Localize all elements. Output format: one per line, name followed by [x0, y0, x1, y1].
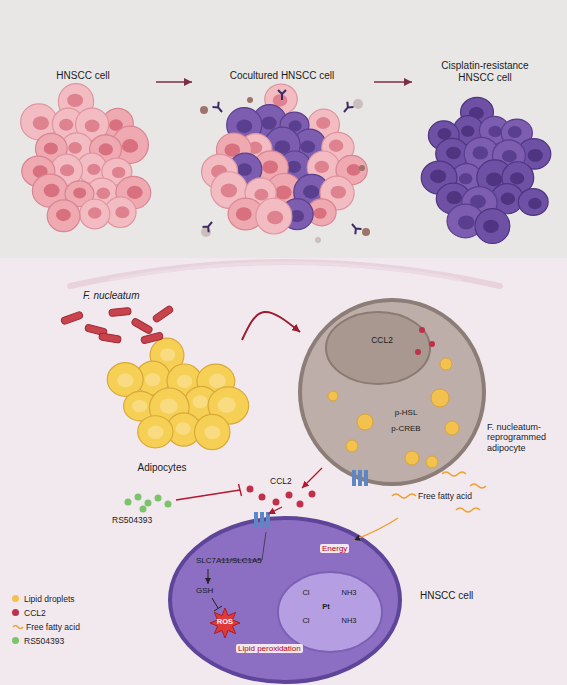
- legend-row: Lipid droplets: [12, 592, 75, 605]
- cluster-heading: HNSCC cell: [12, 70, 154, 82]
- vesicle-dot: [362, 228, 370, 236]
- bottom-panel: [0, 258, 567, 685]
- legend-swatch: [12, 637, 19, 644]
- legend-text: Free fatty acid: [26, 622, 80, 632]
- resistant-cell: [475, 209, 510, 244]
- atom-label: NH3: [336, 589, 362, 598]
- vesicle-dot: [359, 165, 365, 171]
- adipocyte-cell: F. nucleatum-reprogrammed adipocyte CCL2 p…: [300, 292, 563, 488]
- legend-text: CCL2: [24, 608, 46, 618]
- progression-arrow: [156, 81, 192, 83]
- vesicle-dot: [315, 237, 321, 243]
- tumor-cell: HNSCC cell SLC7A11/SLC1A5GSH ROS Lipid pero…: [170, 508, 510, 683]
- vesicle-dot: [247, 97, 253, 103]
- legend-row: Free fatty acid: [12, 620, 80, 633]
- ros-label: ROS: [210, 618, 240, 627]
- legend-row: RS504393: [12, 634, 64, 647]
- metabolite-label: GSH: [196, 586, 226, 595]
- reprogrammed-adipocyte-drawing: [300, 300, 484, 488]
- inhibitor-label: RS504393: [112, 516, 168, 526]
- fatty-acid-squiggles: [354, 472, 486, 540]
- swoosh-arc: [70, 262, 500, 286]
- bacteria-group: F. nucleatum: [55, 290, 185, 340]
- cell-cluster: Cocultured HNSCC cell: [192, 70, 374, 248]
- bacterium-rod: [99, 333, 122, 344]
- tumor-cell: [47, 200, 80, 232]
- bacteria-name: F. nucleatum: [83, 290, 163, 302]
- ligand-label: CCL2: [270, 477, 300, 487]
- resistant-cell: [518, 189, 548, 216]
- adipocyte-cell: [195, 414, 230, 449]
- vesicle-dot: [200, 106, 208, 114]
- fatty-acid-label: Free fatty acid: [418, 492, 490, 502]
- legend-swatch: [12, 595, 19, 602]
- cell-heading: F. nucleatum-reprogrammed adipocyte: [487, 422, 561, 453]
- swoosh-arc: [110, 263, 460, 280]
- receptor-y: [349, 221, 362, 234]
- bacterium-rod: [131, 317, 154, 334]
- bacteria: [60, 305, 174, 344]
- inhibitor-dots: [125, 484, 242, 513]
- bacterium-rod: [152, 305, 174, 323]
- cluster-heading: Adipocytes: [117, 462, 207, 474]
- transporter-label: SLC7A11/SLC1A5: [196, 556, 296, 565]
- cocultured-cell: [256, 198, 292, 234]
- process-label: Lipid peroxidation: [236, 644, 303, 653]
- reprogramming-arrow: [242, 312, 300, 340]
- top-panel: [0, 0, 567, 258]
- cluster-heading: Cisplatin-resistance HNSCC cell: [430, 60, 540, 83]
- hnscc-cell-drawing: [170, 512, 400, 682]
- protein-label: p-HSL: [388, 408, 424, 417]
- bacterium-rod: [140, 332, 163, 344]
- legend-text: Lipid droplets: [24, 594, 75, 604]
- bacterium-rod: [60, 311, 83, 325]
- receptor-y: [203, 219, 216, 232]
- ros-burst: [210, 608, 240, 638]
- gene-label: CCL2: [362, 336, 402, 346]
- legend-text: RS504393: [24, 636, 64, 646]
- legend-row: CCL2: [12, 606, 46, 619]
- atom-label: Cl: [298, 589, 314, 598]
- receptor-y: [278, 90, 286, 100]
- cell-cluster: HNSCC cell: [12, 70, 156, 248]
- receptor-y: [341, 102, 354, 115]
- cell-heading: HNSCC cell: [420, 590, 500, 602]
- atom-label: Pt: [318, 603, 334, 612]
- atom-label: Cl: [298, 617, 314, 626]
- adipocyte-cluster: Adipocytes: [92, 340, 267, 476]
- legend-line-sample: [12, 623, 24, 631]
- atom-label: NH3: [336, 617, 362, 626]
- cell-cluster: Cisplatin-resistance HNSCC cell: [412, 60, 557, 248]
- protein-label: p-CREB: [384, 424, 428, 433]
- ligand-dots: [247, 486, 316, 515]
- bacterium-rod: [109, 308, 132, 317]
- progression-arrow: [374, 81, 412, 83]
- tumor-cell: [80, 199, 110, 229]
- vesicle-dot: [353, 99, 363, 109]
- process-label: Energy: [320, 544, 349, 553]
- legend-swatch: [12, 609, 19, 616]
- adipocyte-cell: [138, 416, 173, 448]
- cluster-heading: Cocultured HNSCC cell: [192, 70, 372, 82]
- receptor-y: [213, 102, 226, 115]
